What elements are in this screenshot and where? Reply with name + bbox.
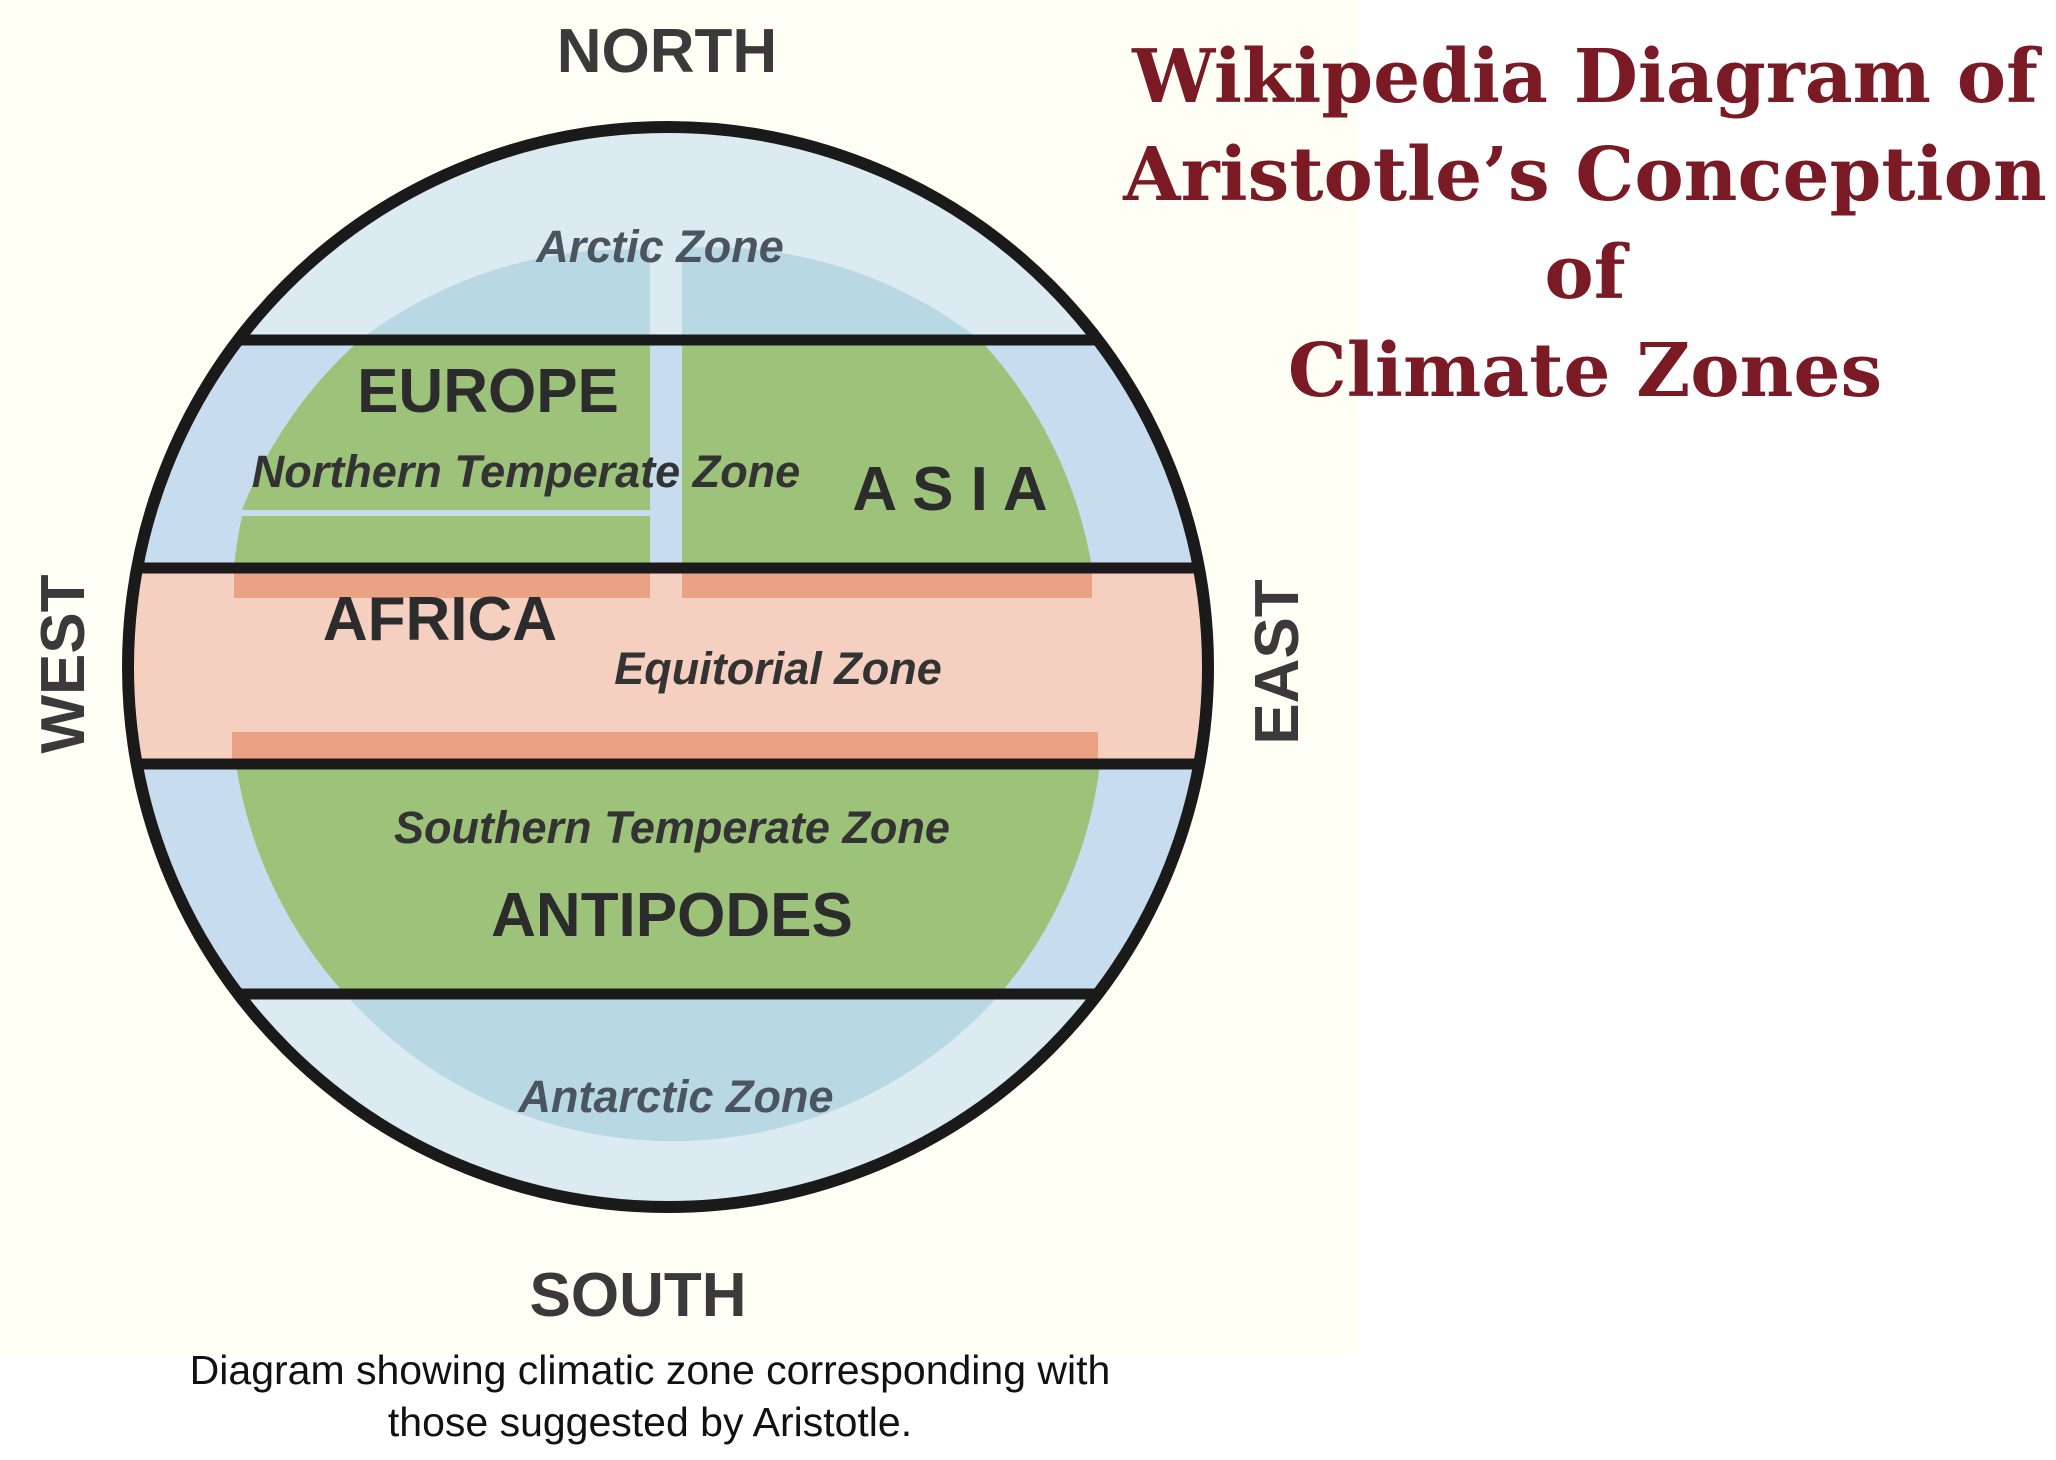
caption-line-2: those suggested by Aristotle.: [387, 1399, 913, 1445]
northern-temperate-zone-label: Northern Temperate Zone: [252, 446, 800, 497]
antipodes-landmass: [236, 764, 1100, 994]
east-label: EAST: [1243, 579, 1312, 744]
asia-label: A S I A: [852, 455, 1047, 524]
europe-label: EUROPE: [357, 357, 619, 426]
zone-boundaries: [136, 334, 1200, 1000]
arctic-land-asia: [682, 247, 980, 340]
europe-landmass: [242, 340, 650, 510]
diagram-panel: NORTH SOUTH WEST EAST Arctic Zone Northe…: [29, 17, 1312, 1330]
africa-label: AFRICA: [323, 585, 557, 654]
globe-outline: [122, 121, 1214, 1213]
title-line-3: Climate Zones: [1287, 328, 1883, 414]
page-title: Wikipedia Diagram of Aristotle’s Concept…: [1120, 28, 2050, 420]
inner-circle-polar: [345, 247, 1000, 1142]
europe-africa-strip: [234, 516, 650, 568]
title-line-1: Wikipedia Diagram of: [1132, 34, 2038, 120]
land-masses: [234, 340, 1100, 994]
title-line-2: Aristotle’s Conception of: [1123, 132, 2047, 316]
antarctic-land: [345, 994, 1000, 1142]
arctic-zone-label: Arctic Zone: [535, 221, 784, 272]
arctic-land-europe: [360, 249, 650, 340]
diagram-caption: Diagram showing climatic zone correspond…: [100, 1344, 1200, 1448]
antipodes-label: ANTIPODES: [491, 881, 853, 950]
north-label: NORTH: [557, 17, 777, 86]
asia-landmass: [682, 340, 1092, 568]
south-label: SOUTH: [530, 1261, 747, 1330]
southern-temperate-zone-label: Southern Temperate Zone: [394, 802, 950, 853]
antarctic-zone-label: Antarctic Zone: [517, 1071, 833, 1122]
caption-line-1: Diagram showing climatic zone correspond…: [189, 1347, 1111, 1393]
climate-zones-diagram: NORTH SOUTH WEST EAST Arctic Zone Northe…: [29, 17, 1312, 1330]
equatorial-band: [128, 568, 1208, 764]
west-label: WEST: [29, 574, 98, 753]
equatorial-zone-label: Equitorial Zone: [614, 643, 942, 694]
